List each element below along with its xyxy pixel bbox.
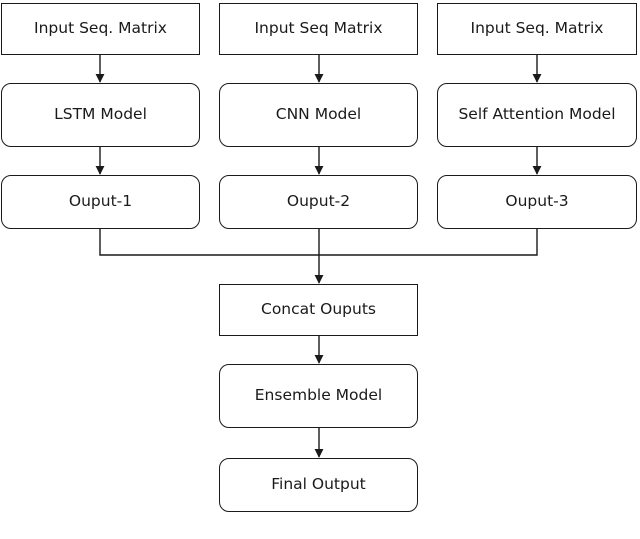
edge-output1-to-merge	[99, 229, 319, 256]
input-seq-matrix-label-3: Input Seq. Matrix	[470, 19, 604, 38]
lstm-model-box: LSTM Model	[1, 83, 200, 147]
self-attention-model-label: Self Attention Model	[458, 105, 616, 124]
ensemble-model-label: Ensemble Model	[254, 386, 383, 405]
ensemble-model-box: Ensemble Model	[219, 364, 418, 428]
input-seq-matrix-label-2: Input Seq Matrix	[254, 19, 383, 38]
concat-outputs-label: Concat Ouputs	[261, 300, 376, 319]
output-2-label: Ouput-2	[286, 192, 351, 211]
self-attention-model-box: Self Attention Model	[437, 83, 637, 147]
concat-outputs-box: Concat Ouputs	[219, 284, 418, 336]
input-seq-matrix-box-1: Input Seq. Matrix	[1, 3, 200, 55]
output-1-label: Ouput-1	[68, 192, 133, 211]
cnn-model-box: CNN Model	[219, 83, 418, 147]
input-seq-matrix-label-1: Input Seq. Matrix	[34, 19, 167, 38]
final-output-box: Final Output	[219, 458, 418, 512]
output-2-box: Ouput-2	[219, 175, 418, 229]
output-1-box: Ouput-1	[1, 175, 200, 229]
input-seq-matrix-box-2: Input Seq Matrix	[219, 3, 418, 55]
final-output-label: Final Output	[271, 475, 366, 494]
input-seq-matrix-box-3: Input Seq. Matrix	[437, 3, 637, 55]
cnn-model-label: CNN Model	[275, 105, 362, 124]
lstm-model-label: LSTM Model	[54, 105, 147, 124]
output-3-box: Ouput-3	[437, 175, 637, 229]
output-3-label: Ouput-3	[505, 192, 569, 211]
edge-output3-to-merge	[319, 229, 538, 256]
